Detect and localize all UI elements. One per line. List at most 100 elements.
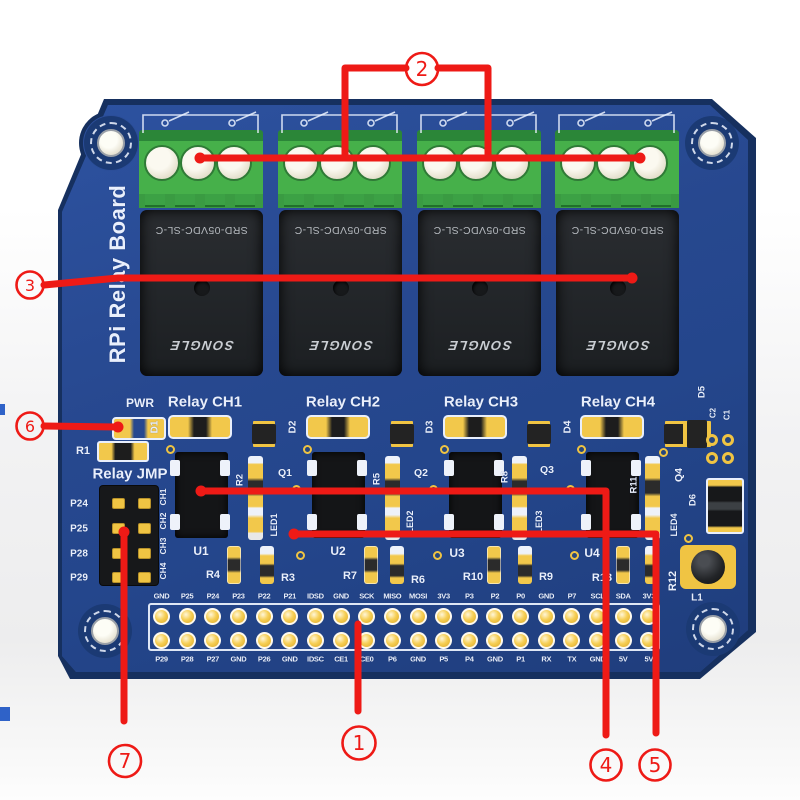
l1-label: L1 [691,592,703,604]
solder-pad [722,452,734,464]
chip-pad [307,460,317,476]
header-pin [332,607,350,625]
chip-pad [631,514,641,530]
transistor [527,424,551,444]
terminal-hole [632,145,668,181]
callout-4-circle [589,748,623,782]
resistor-label: R12 [667,570,679,592]
header-pin [281,631,299,649]
led-label: LED4 [669,513,679,537]
resistor [260,546,274,584]
header-pin [486,631,504,649]
terminal-foot [483,194,503,207]
header-pin [383,631,401,649]
gpio-pin-label-bottom: P6 [388,654,397,664]
jumper-pin [138,548,151,559]
channel-label: Relay CH4 [580,393,656,411]
gpio-pin-label-top: P0 [516,591,525,601]
resistor-label: R2 [234,473,246,487]
gpio-pin-label-bottom: P28 [180,654,194,664]
callout-7-circle [107,743,143,779]
terminal-foot [205,194,225,207]
gpio-header-outline [148,603,660,651]
gpio-pin-label-top: SCL [590,591,605,601]
gpio-pin-label-bottom: P5 [439,654,448,664]
via [440,445,449,454]
board-title: RPi Relay Board [105,184,130,364]
callout-5-circle [638,748,672,782]
via [659,448,668,457]
led-resistor-strip [645,456,660,540]
terminal-hole [283,145,319,181]
header-pin [383,607,401,625]
gpio-pin-label-bottom: P1 [516,654,525,664]
relay-brand-label: SONGLE [446,338,513,353]
via [577,445,586,454]
d6-power-diode [706,478,744,534]
optocoupler [444,452,504,538]
jumper-col-label: CH2 [158,512,168,530]
channel-label: Relay CH2 [305,393,381,411]
opto-label: U2 [330,544,346,558]
optocoupler [307,452,367,538]
jumper-row-label: P24 [70,498,88,510]
header-pin [640,631,658,649]
terminal-block-3 [417,130,541,208]
header-pin [460,607,478,625]
callout-1-circle [341,725,377,761]
jumper-pin [138,572,151,583]
gpio-pin-label-top: IDSD [307,591,324,601]
header-pin [537,631,555,649]
optocoupler [170,452,230,538]
callout-3-circle [15,270,45,300]
transistor [664,424,688,444]
header-pin [358,607,376,625]
terminal-block-2 [278,130,402,208]
via [684,534,693,543]
gpio-pin-label-bottom: GND [230,654,247,664]
resistor-label: R8 [499,470,511,484]
callout-3-number: 3 [25,276,35,295]
header-pin [332,631,350,649]
terminal-hole [422,145,458,181]
header-pin [281,607,299,625]
gpio-pin-label-top: P7 [567,591,577,601]
l1-inductor [691,550,725,584]
mounting-hole-br-bore [699,615,727,643]
header-pin [178,631,196,649]
gpio-pin-label-top: P3 [465,591,474,601]
gpio-pin-label-bottom: P26 [257,654,271,664]
resistor-label: R9 [538,571,554,583]
chip-pad [494,460,504,476]
resistor [518,546,532,584]
solder-pad [722,434,734,446]
jumper-pin [112,548,125,559]
jumper-pin [112,572,125,583]
chip-pad [357,460,367,476]
relay-dimple [333,280,349,296]
via [303,445,312,454]
resistor [364,546,378,584]
resistor [616,546,630,584]
gpio-pin-label-top: SDA [615,591,631,601]
header-pin [229,607,247,625]
jumper-pin [112,498,125,509]
diode-label: D3 [424,420,436,434]
callout-4-number: 4 [600,753,613,777]
diode-label: D1 [149,420,161,434]
resistor-label: R11 [628,476,640,494]
jumper-pin [138,523,151,534]
terminal-hole [494,145,530,181]
header-pin [153,631,170,649]
flyback-diode [306,415,370,439]
gpio-pin-label-bottom: CE0 [359,654,374,664]
jumper-col-label: CH3 [158,537,168,555]
led-resistor-strip [248,456,263,540]
jumper-pin [138,498,151,509]
relay-dimple [472,280,488,296]
terminal-foot [145,194,165,207]
gpio-pin-label-top: P24 [206,591,220,601]
gpio-pin-label-bottom: P4 [465,654,474,664]
gpio-pin-label-bottom: P27 [206,654,220,664]
